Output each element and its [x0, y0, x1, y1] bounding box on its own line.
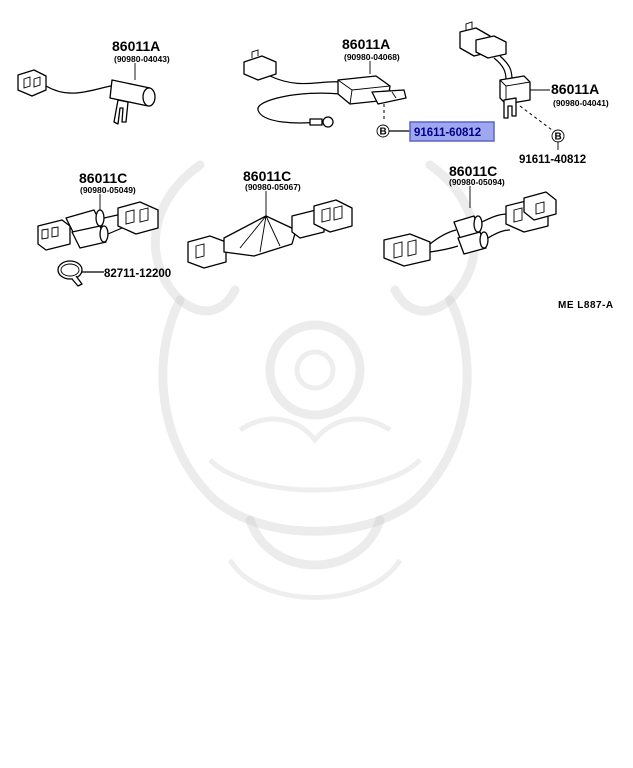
- harness-86011c-05067[interactable]: 86011C (90980-05067): [187, 168, 353, 269]
- part-number: 82711-12200: [104, 268, 171, 280]
- bolt-marker: B: [555, 132, 563, 143]
- part-number: 86011C: [449, 163, 497, 179]
- part-subnumber: (90980-04068): [344, 52, 400, 62]
- highlighted-part-number: 91611-60812: [414, 127, 481, 139]
- samurai-helmet-watermark: [150, 160, 480, 600]
- part-number: 86011C: [79, 170, 127, 186]
- bolt-marker: B: [380, 127, 388, 138]
- part-subnumber: (90980-04041): [553, 98, 609, 108]
- part-subnumber: (90980-05067): [245, 182, 301, 192]
- relay-86011a-04041[interactable]: 86011A (90980-04041): [459, 21, 609, 131]
- clamp-82711-12200[interactable]: 82711-12200: [57, 260, 171, 287]
- harness-86011c-05094[interactable]: 86011C (90980-05094): [383, 163, 557, 267]
- highlight-box: [409, 121, 495, 142]
- part-number: 86011A: [551, 81, 599, 97]
- bolt-91611-40812[interactable]: B 91611-40812: [519, 129, 586, 166]
- part-number: 86011A: [112, 38, 160, 54]
- part-number: 86011C: [243, 168, 291, 184]
- part-number: 86011A: [342, 36, 390, 52]
- relay-86011a-04068[interactable]: 86011A (90980-04068): [243, 36, 407, 128]
- bolt-91611-60812[interactable]: B 91611-60812: [376, 121, 495, 142]
- harness-86011c-05049[interactable]: 86011C (90980-05049): [37, 170, 159, 251]
- part-subnumber: (90980-04043): [114, 54, 170, 64]
- relay-86011a-04043[interactable]: 86011A (90980-04043): [17, 38, 170, 125]
- diagram-code: ME L887-A: [558, 300, 614, 311]
- part-subnumber: (90980-05094): [449, 177, 505, 187]
- part-subnumber: (90980-05049): [80, 185, 136, 195]
- part-number: 91611-40812: [519, 154, 586, 166]
